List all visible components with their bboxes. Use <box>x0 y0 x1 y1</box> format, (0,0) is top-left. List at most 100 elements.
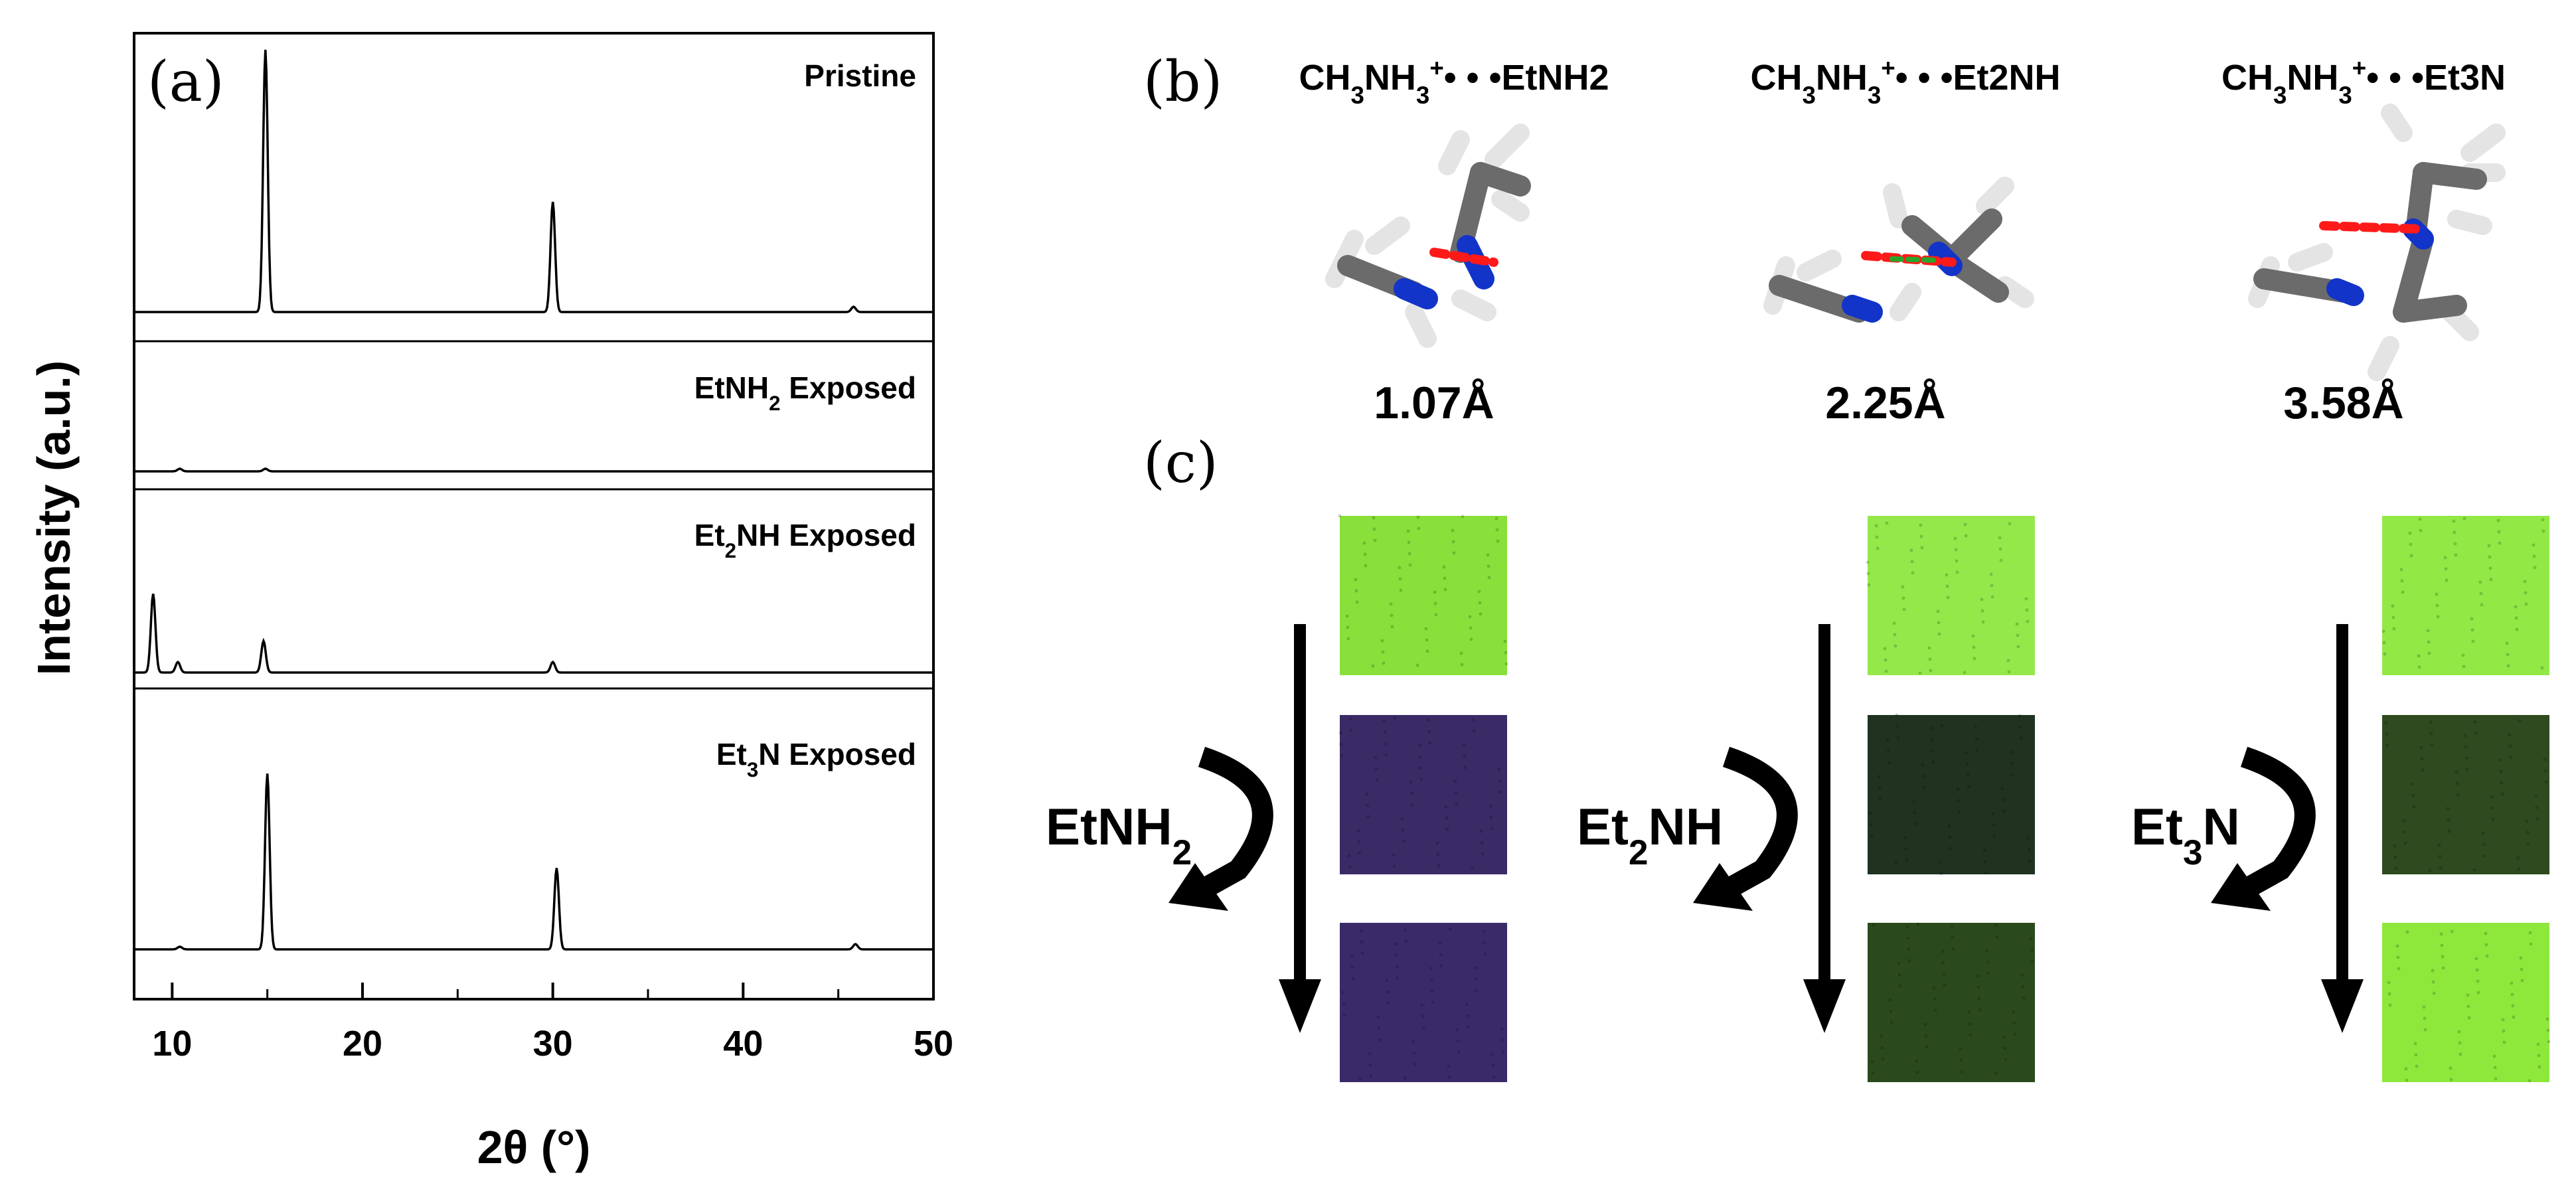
tile-speckle <box>1497 767 1501 771</box>
tile-speckle <box>2458 1052 2462 1056</box>
tile-speckle <box>2482 854 2486 858</box>
tile-speckle <box>2411 782 2415 786</box>
tile-speckle <box>2508 733 2512 737</box>
tile-speckle <box>1913 822 1917 826</box>
tile-speckle <box>2016 645 2020 649</box>
tile-speckle <box>2473 720 2477 724</box>
tile-speckle <box>2002 809 2006 813</box>
tile-speckle <box>2529 942 2533 946</box>
text-run: EtNH <box>694 370 769 405</box>
tile-speckle <box>1494 517 1498 520</box>
tile-speckle <box>2010 761 2014 765</box>
tile-speckle <box>2401 590 2405 594</box>
process-arrow-head <box>1279 979 1321 1033</box>
tile-speckle <box>2528 931 2532 935</box>
tile-speckle <box>1404 939 1408 943</box>
tile-speckle <box>1968 1022 1972 1026</box>
tile-speckle <box>2411 793 2415 797</box>
tile-speckle <box>1503 639 1507 643</box>
tile-speckle <box>1433 590 1437 594</box>
tile-speckle <box>2402 819 2406 823</box>
tile-speckle <box>2463 734 2467 738</box>
curved-arrow-head <box>2211 863 2271 911</box>
tile-speckle <box>1386 990 1390 994</box>
tile-speckle <box>2455 781 2459 785</box>
tile-speckle <box>1972 645 1976 649</box>
tile-speckle <box>1889 1009 1893 1013</box>
micrograph-tile-1-3 <box>1340 923 1507 1082</box>
tile-speckle <box>1421 1014 1425 1018</box>
tile-speckle <box>1439 964 1443 968</box>
tile-speckle <box>1437 864 1441 868</box>
tile-speckle <box>1360 940 1364 944</box>
tile-speckle <box>2528 1079 2532 1083</box>
tile-speckle <box>2466 1004 2470 1008</box>
tile-speckle <box>2391 604 2395 608</box>
tile-speckle <box>1408 552 1411 556</box>
tile-speckle <box>2397 967 2401 971</box>
tile-speckle <box>1994 923 1998 927</box>
tile-speckle <box>1402 839 1406 843</box>
tile-speckle <box>2007 670 2011 674</box>
tile-speckle <box>1904 847 1908 851</box>
tile-speckle <box>1394 942 1398 946</box>
tile-speckle <box>1869 823 1873 827</box>
tile-speckle <box>2008 522 2012 526</box>
tile-speckle <box>1967 1010 1971 1014</box>
tile-speckle <box>2465 767 2469 771</box>
tile-speckle <box>2525 819 2529 823</box>
tile-speckle <box>1888 998 1892 1002</box>
tile-speckle <box>1468 615 1472 619</box>
tile-speckle <box>1377 1026 1381 1030</box>
tile-speckle <box>2492 1054 2496 1058</box>
tile-speckle <box>1338 514 1342 518</box>
tile-speckle <box>1875 535 1879 539</box>
tile-speckle <box>2024 597 2028 601</box>
tile-speckle <box>1975 748 1979 752</box>
tile-speckle <box>1474 977 1478 981</box>
tile-speckle <box>1913 811 1917 815</box>
tile-speckle <box>1895 724 1899 728</box>
tile-speckle <box>1876 546 1880 550</box>
tile-speckle <box>2537 1065 2541 1069</box>
tile-speckle <box>2535 805 2539 809</box>
tile-speckle <box>1392 853 1396 857</box>
tile-speckle <box>1874 524 1878 528</box>
tile-speckle <box>1400 817 1404 821</box>
tile-speckle <box>1491 1064 1495 1068</box>
tile-speckle <box>1905 858 1909 862</box>
text-run: Exposed <box>780 370 916 405</box>
tile-speckle <box>1457 1050 1461 1054</box>
curved-arrow <box>1722 746 1798 896</box>
tile-speckle <box>1342 1013 1346 1017</box>
tile-speckle <box>2435 603 2439 607</box>
tile-speckle <box>1985 949 1989 953</box>
subscript: 3 <box>2183 833 2203 872</box>
text-run: CH <box>1750 58 1802 98</box>
tile-speckle <box>1346 625 1350 629</box>
tile-speckle <box>1927 646 1931 650</box>
tile-speckle <box>1409 791 1413 795</box>
complex-title-3: CH3NH3+• • •Et3N <box>2221 54 2506 109</box>
tile-speckle <box>1977 997 1981 1000</box>
tile-speckle <box>1442 565 1446 569</box>
tile-speckle <box>2428 868 2432 872</box>
tile-speckle <box>1368 1063 1372 1067</box>
tile-speckle <box>2509 756 2513 759</box>
tile-speckle <box>1460 663 1464 667</box>
tile-speckle <box>1950 924 1954 928</box>
micrograph-tile-1-1 <box>1340 516 1507 675</box>
tile-speckle <box>1396 976 1400 980</box>
tile-speckle <box>2399 568 2403 572</box>
tile-speckle <box>2506 653 2510 657</box>
tile-speckle <box>2417 654 2421 658</box>
tile-speckle <box>1471 718 1475 722</box>
tile-speckle <box>1431 1000 1435 1004</box>
tile-speckle <box>2536 817 2539 821</box>
tile-speckle <box>2420 757 2424 761</box>
tile-speckle <box>1887 761 1891 765</box>
tile-speckle <box>2427 651 2431 655</box>
subscript: 3 <box>2338 82 2352 109</box>
text-run: 2 <box>1589 58 1609 98</box>
trace-label-3: Et2NH Exposed <box>694 518 916 562</box>
